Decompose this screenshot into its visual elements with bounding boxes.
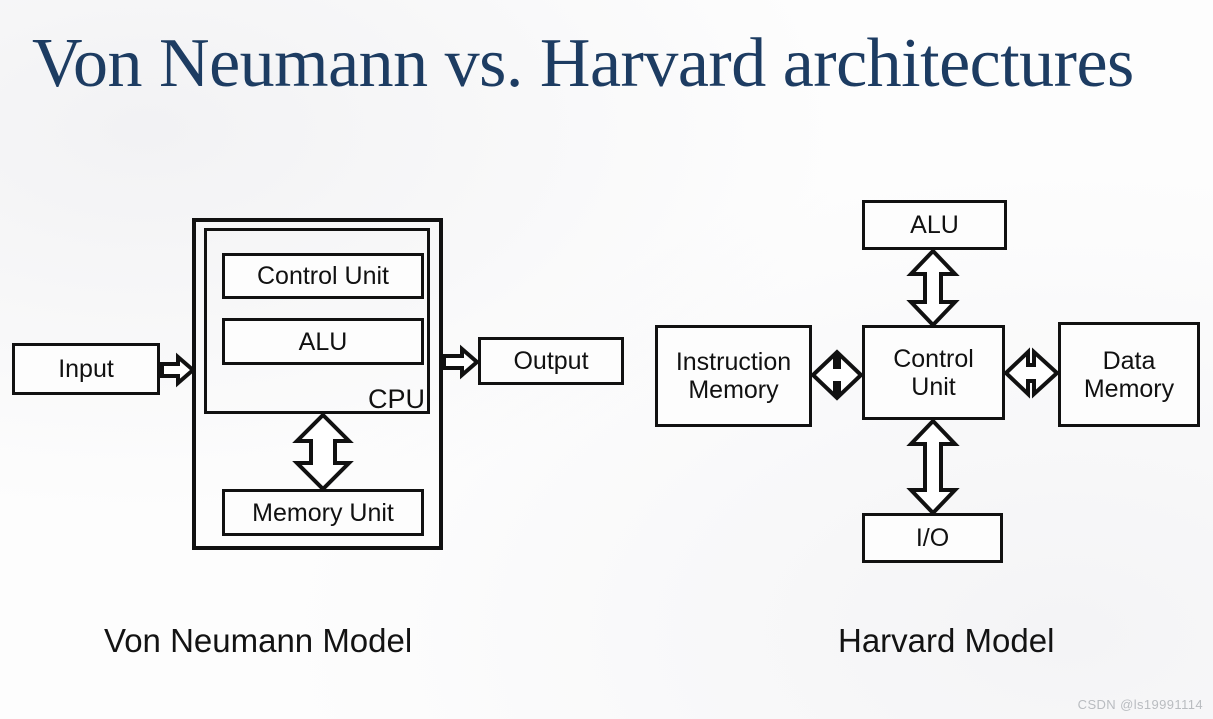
instruction-memory-box[interactable]: Instruction Memory xyxy=(655,325,812,427)
alu-box[interactable]: ALU xyxy=(222,318,424,365)
instruction-memory-line-1: Instruction xyxy=(675,348,792,376)
harvard-caption: Harvard Model xyxy=(838,622,1055,659)
arrow-alu-control-bidirectional xyxy=(906,248,960,328)
input-box[interactable]: Input xyxy=(12,343,160,395)
instruction-memory-line-2: Memory xyxy=(688,376,779,404)
von-neumann-outer-frame xyxy=(192,218,443,550)
data-memory-line-1: Data xyxy=(1102,346,1156,375)
arrow-cpu-memory-bidirectional xyxy=(292,412,354,492)
arrow-control-data-memory-bidirectional xyxy=(1003,347,1060,399)
von-neumann-caption: Von Neumann Model xyxy=(104,622,413,659)
io-box[interactable]: I/O xyxy=(862,513,1003,563)
watermark: CSDN @ls19991114 xyxy=(1077,697,1203,712)
cpu-box xyxy=(204,228,430,414)
control-unit-box[interactable]: Control Unit xyxy=(222,253,424,299)
harvard-control-unit-box[interactable]: Control Unit xyxy=(862,325,1005,420)
output-box[interactable]: Output xyxy=(478,337,624,385)
arrow-instruction-memory-control-bidirectional xyxy=(810,349,864,401)
arrow-input-to-cpu xyxy=(160,352,197,388)
memory-unit-box[interactable]: Memory Unit xyxy=(222,489,424,536)
arrow-cpu-to-output xyxy=(442,344,481,380)
page-title: Von Neumann vs. Harvard architectures xyxy=(32,25,1134,102)
cpu-label: CPU xyxy=(368,384,426,414)
arrow-control-io-bidirectional xyxy=(906,418,960,516)
harvard-control-unit-line-2: Unit xyxy=(911,372,956,401)
data-memory-line-2: Memory xyxy=(1083,374,1175,403)
data-memory-box[interactable]: Data Memory xyxy=(1058,322,1200,427)
harvard-control-unit-line-1: Control xyxy=(893,344,974,373)
harvard-alu-box[interactable]: ALU xyxy=(862,200,1007,250)
